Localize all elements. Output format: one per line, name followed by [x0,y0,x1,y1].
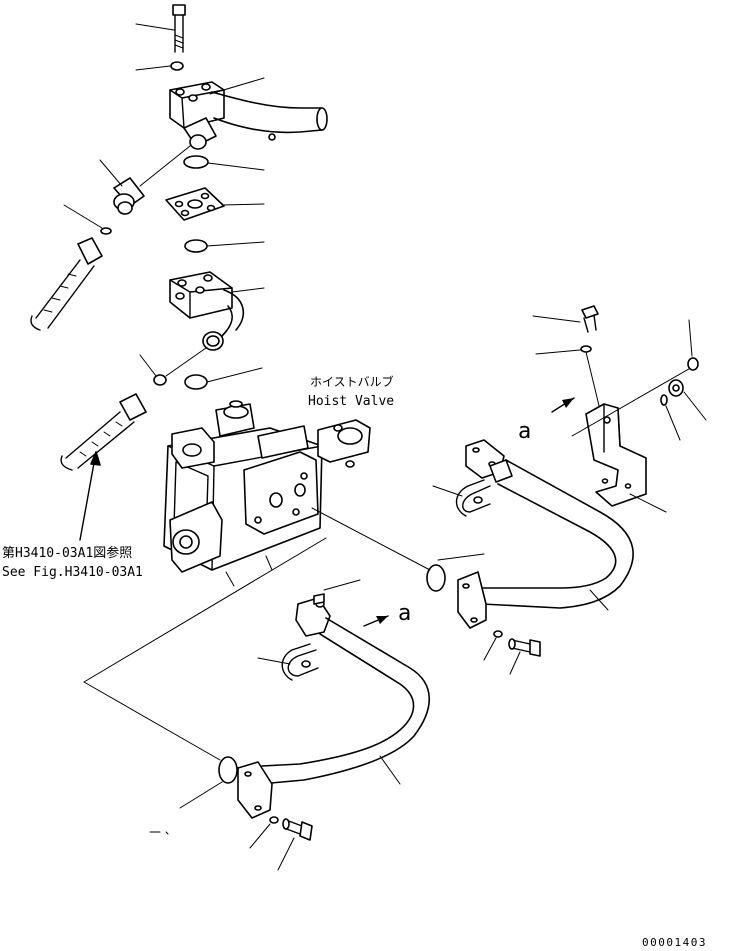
lower-tube [237,593,431,819]
oring-3 [184,374,208,390]
bracket-bolt [581,305,599,333]
leader-lower-tube-washer [249,823,271,849]
view-label-a-lower: a [398,601,411,626]
clamp-nut [687,357,699,371]
top-washer [170,61,184,71]
bracket [585,403,647,507]
leader-bracket-washer [535,349,581,355]
hoist-valve-body [163,400,371,587]
upper-tube [457,439,634,629]
upper-tube-bolt [508,638,541,657]
leader-u-clamp-upper [432,485,463,497]
leader-upper-tube [589,589,609,611]
leader-oring-small-1 [63,204,103,229]
bracket-washer [580,345,592,353]
oring-small-1 [100,227,112,235]
view-arrowhead-a-upper [562,398,574,408]
top-bolt [172,4,186,53]
clamp-axis-line [571,365,695,437]
oring-small-2 [153,374,167,386]
leader-adapter-top [99,159,123,187]
leader-clamp-spacer [683,391,707,421]
lower-tube-bolt [282,818,313,841]
leader-oring-lower [179,781,223,809]
leader-bracket [629,493,667,513]
view-arrowhead-a-lower [376,616,388,624]
view-label-a-upper: a [518,419,531,444]
leader-valve-to-oring [311,507,431,571]
leader-top-bolt [135,23,175,31]
flange-plate [165,187,225,221]
leader-upper-elbow [209,77,265,95]
leader-valve-frame-2 [83,681,221,761]
drawing-number: 00001403 [642,936,707,949]
leader-oring-port [437,553,485,561]
leader-oring-1 [207,162,265,171]
clamp-washer [660,394,668,406]
hoist-valve-label-jp: ホイストバルブ [310,374,394,389]
leader-top-washer [135,65,171,71]
leader-lower-elbow [231,287,265,293]
leader-clamp-washer [665,405,681,441]
upper-elbow-flange [169,81,328,150]
adapter-fitting [113,177,145,215]
reference-label-en: See Fig.H3410-03A1 [2,565,143,580]
leader-lower-elbow-to-oring [165,347,207,377]
leader-adapter-to-elbow [139,145,191,187]
lower-elbow-flange [169,271,245,351]
leader-flange-plate [221,203,265,206]
u-clamp-lower [281,643,319,681]
hoist-valve-label-en: Hoist Valve [308,394,394,409]
clamp-spacer-inner [672,384,680,392]
hose-lower [60,393,147,471]
reference-label-jp: 第H3410-03A1図参照 [2,545,132,561]
leader-oring-3 [206,367,263,383]
leader-upper-tube-bolt [509,651,521,675]
leader-oring-2 [206,241,265,247]
oring-1 [183,155,209,169]
reference-arrow [79,451,97,541]
oring-lower [218,756,238,784]
view-leader-lower-a [323,579,361,591]
hose-upper [30,237,103,331]
oring-2 [184,239,208,253]
leader-bracket-bolt [532,315,581,323]
upper-tube-washer [493,630,503,638]
leader-u-clamp-lower [257,657,291,665]
leader-lower-tube [379,755,401,785]
u-clamp-upper [455,479,491,517]
reference-arrowhead [90,451,101,466]
leader-upper-tube-washer [483,637,497,661]
lower-tube-washer [269,816,279,824]
oring-port [426,564,446,592]
leader-clamp-nut [688,319,693,357]
leader-lower-tube-bolt [277,837,295,871]
note-mark-2 [165,831,169,835]
leader-oring-small-2 [139,354,157,377]
leader-valve-frame-1 [83,537,327,683]
